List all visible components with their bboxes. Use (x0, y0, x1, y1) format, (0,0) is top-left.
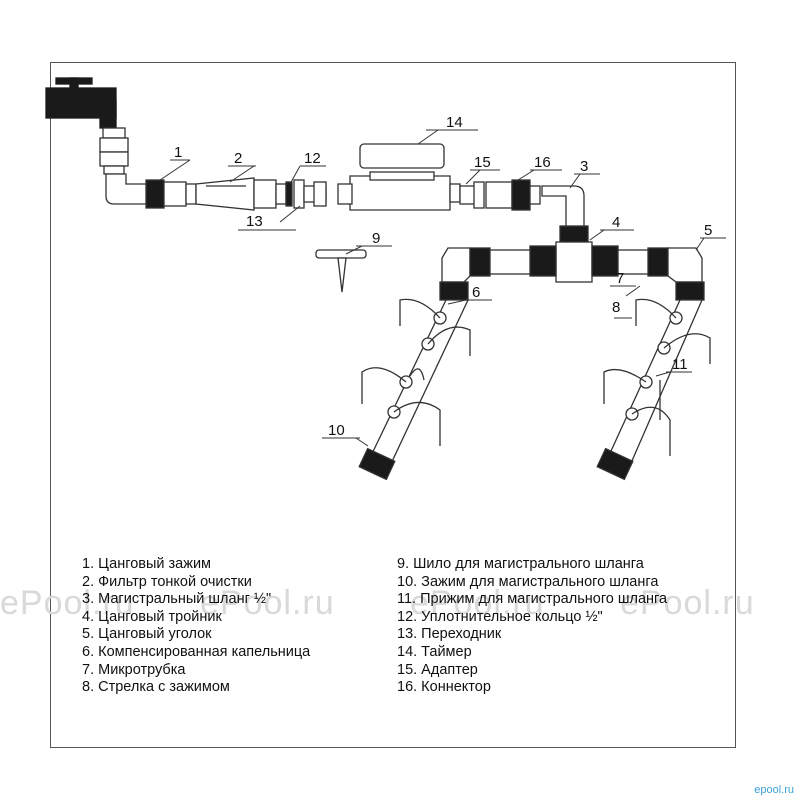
hose-elbow-top (105, 173, 149, 205)
hose-elbow-3 (541, 185, 585, 229)
watermark-left: ePool.ru (0, 584, 135, 622)
sealing-ring (285, 181, 293, 207)
callout-3: 3 (580, 158, 588, 175)
collet-clamp-top (99, 127, 129, 175)
callout-5: 5 (704, 222, 712, 239)
callout-7: 7 (616, 270, 624, 287)
legend-item: 13. Переходник (397, 626, 502, 643)
callout-15: 15 (474, 154, 491, 171)
connector (485, 179, 541, 211)
callout-11: 11 (672, 356, 688, 373)
watermark-far-right: ePool.ru (620, 584, 755, 622)
legend-item: 4. Цанговый тройник (82, 608, 222, 625)
faucet-icon (45, 77, 117, 129)
callout-6: 6 (472, 284, 480, 301)
adapter-15 (459, 181, 485, 209)
legend-item: 11. Прижим для магистрального шланга (397, 591, 668, 608)
collet-elbow-5 (647, 247, 705, 301)
callout-16: 16 (534, 154, 551, 171)
awl (315, 249, 367, 293)
callout-12: 12 (304, 150, 321, 167)
watermark-center: ePool.ru (200, 584, 335, 622)
callout-4: 4 (612, 214, 620, 231)
legend-item: 15. Адаптер (397, 661, 478, 678)
legend-item: 16. Коннектор (397, 679, 491, 696)
legend-item: 10. Зажим для магистрального шланга (397, 573, 659, 590)
legend-item: 14. Таймер (397, 643, 472, 660)
legend-item: 6. Компенсированная капельница (82, 643, 311, 660)
drip-hose-left (358, 298, 471, 481)
legend-item: 8. Стрелка с зажимом (82, 679, 230, 696)
legend-right: 9. Шило для магистрального шланга 10. За… (397, 556, 667, 697)
callout-10: 10 (328, 422, 345, 439)
watermark-right: ePool.ru (410, 584, 545, 622)
legend-item: 5. Цанговый уголок (82, 626, 212, 643)
callout-1: 1 (174, 144, 182, 161)
timer (337, 143, 461, 211)
collet-elbow-left (439, 247, 491, 301)
callout-9: 9 (372, 230, 380, 247)
leader-lines (159, 129, 726, 447)
legend-item: 1. Цанговый зажим (82, 556, 212, 572)
callout-2: 2 (234, 150, 242, 167)
legend-left: 1. Цанговый зажим 2. Фильтр тонкой очист… (82, 556, 310, 697)
filter (195, 177, 287, 211)
adapter-13 (293, 179, 327, 209)
callout-8: 8 (612, 299, 620, 316)
callout-14: 14 (446, 114, 463, 131)
corner-logo: epool.ru (754, 784, 794, 796)
legend-item: 7. Микротрубка (82, 661, 186, 678)
legend-item: 2. Фильтр тонкой очистки (82, 573, 252, 590)
drip-hose-right (596, 298, 711, 481)
legend-item: 9. Шило для магистрального шланга (397, 556, 644, 572)
callout-13: 13 (246, 213, 263, 230)
legend-item: 12. Уплотнительное кольцо ½" (397, 608, 603, 625)
legend-item: 3. Магистральный шланг ½" (82, 591, 272, 608)
collet-tee (529, 225, 619, 283)
collet-clamp-1 (145, 179, 197, 209)
